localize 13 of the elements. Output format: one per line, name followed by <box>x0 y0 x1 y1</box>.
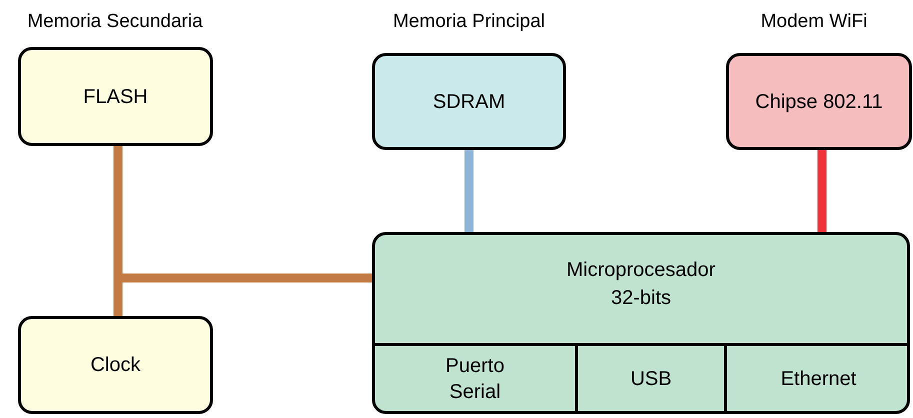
port-cell: Ethernet <box>724 346 907 411</box>
box-label: Clock <box>90 353 140 378</box>
box-label: Microprocesador 32-bits <box>566 258 716 311</box>
heading-label: Modem WiFi <box>760 10 868 34</box>
heading-label: Memoria Secundaria <box>26 10 204 34</box>
connector-line <box>464 150 474 232</box>
box-label: FLASH <box>83 84 148 110</box>
heading-label: Memoria Principal <box>392 10 546 34</box>
box-label: Chipse 802.11 <box>755 90 883 114</box>
box-label: SDRAM <box>432 90 506 114</box>
port-cell: USB <box>575 346 724 411</box>
connector-line <box>818 150 826 232</box>
port-cell: Puerto Serial <box>375 346 575 411</box>
